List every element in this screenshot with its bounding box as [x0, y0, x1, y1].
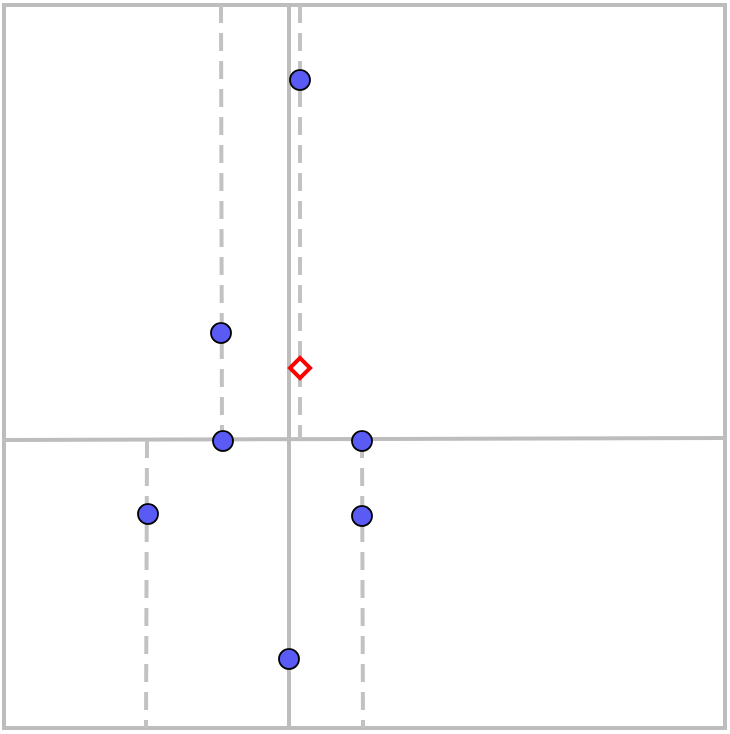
data-point — [137, 503, 159, 525]
dashed-split-top-left — [219, 4, 224, 442]
dashed-split-bottom-right — [360, 439, 365, 729]
data-point — [289, 69, 311, 91]
query-point-diamond — [287, 355, 313, 381]
data-point — [212, 430, 234, 452]
data-point — [351, 430, 373, 452]
data-point — [278, 648, 300, 670]
outer-border — [2, 3, 727, 730]
dashed-split-bottom-left — [144, 439, 149, 729]
data-point — [210, 322, 232, 344]
data-point — [351, 505, 373, 527]
